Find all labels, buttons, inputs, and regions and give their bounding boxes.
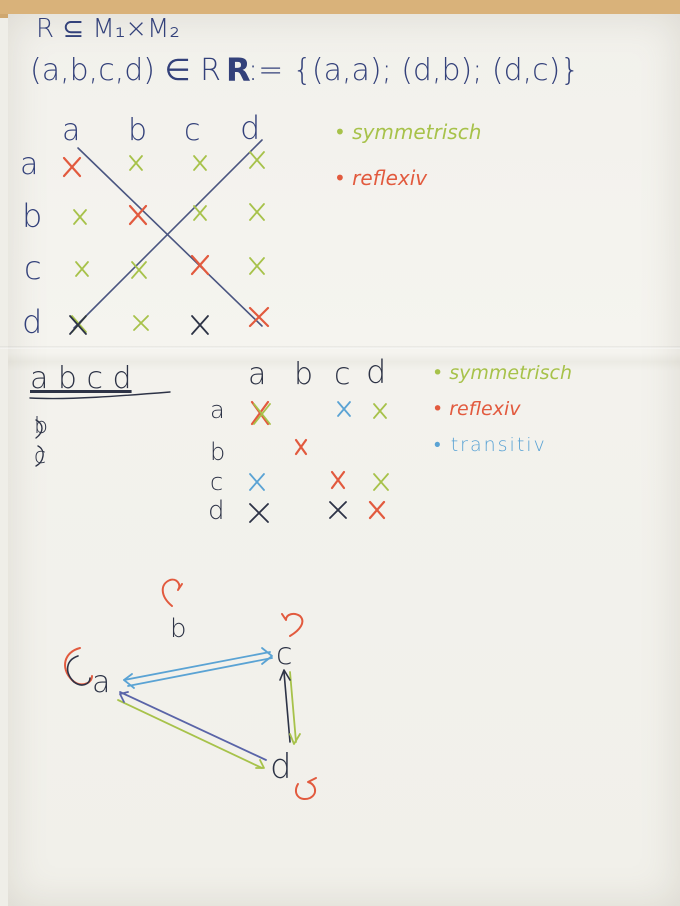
graph-node-b: b xyxy=(170,614,187,644)
matrix1-row-c: c xyxy=(24,249,42,287)
matrix1-row-a: a xyxy=(20,147,39,182)
paper-fold xyxy=(0,346,680,349)
matrix2-row-b: b xyxy=(210,438,226,466)
graph-node-a: a xyxy=(92,665,111,700)
matrix2-row-a: a xyxy=(210,396,225,424)
graph-edges xyxy=(64,578,317,800)
matrix1-marks xyxy=(62,151,270,335)
legend2-reflexive: • reflexiv xyxy=(432,398,521,420)
matrix2-row-d: d xyxy=(208,496,225,526)
tuple-membership: (a,b,c,d) ∈ R xyxy=(30,53,222,88)
matrix1-col-c: c xyxy=(184,113,201,148)
legend1-symmetric: • symmetrisch xyxy=(334,120,482,144)
matrix1-row-d: d xyxy=(22,303,43,341)
relation-symbol: R xyxy=(226,51,251,89)
matrix1-col-a: a xyxy=(62,113,81,148)
legend2-symmetric: • symmetrisch xyxy=(432,362,573,384)
matrix2-marks xyxy=(249,400,389,523)
matrix1-row-b: b xyxy=(22,197,43,235)
matrix2-row-c: c xyxy=(210,468,224,496)
relation-set: := {(a,a); (d,b); (d,c)} xyxy=(248,53,580,88)
legend2-transitive: • transitiv xyxy=(434,434,547,456)
graph-node-c: c xyxy=(276,637,293,672)
matrix1-antidiagonal-line xyxy=(73,139,263,329)
matrix2-side-note: a b c d xyxy=(30,361,132,396)
matrix1-col-d: d xyxy=(240,109,261,147)
paper-sheet xyxy=(8,14,680,906)
matrix1-col-b: b xyxy=(128,113,148,148)
matrix1-diagonal-line xyxy=(77,147,263,327)
graph-node-d: d xyxy=(270,747,292,787)
matrix2-col-a: a xyxy=(248,357,267,392)
matrix2-col-c: c xyxy=(334,357,351,392)
matrix2-col-b: b xyxy=(294,357,314,392)
matrix2-col-d: d xyxy=(366,353,387,391)
legend1-reflexive: • reflexiv xyxy=(334,166,428,190)
subset-definition: R ⊆ M₁×M₂ xyxy=(36,14,180,44)
